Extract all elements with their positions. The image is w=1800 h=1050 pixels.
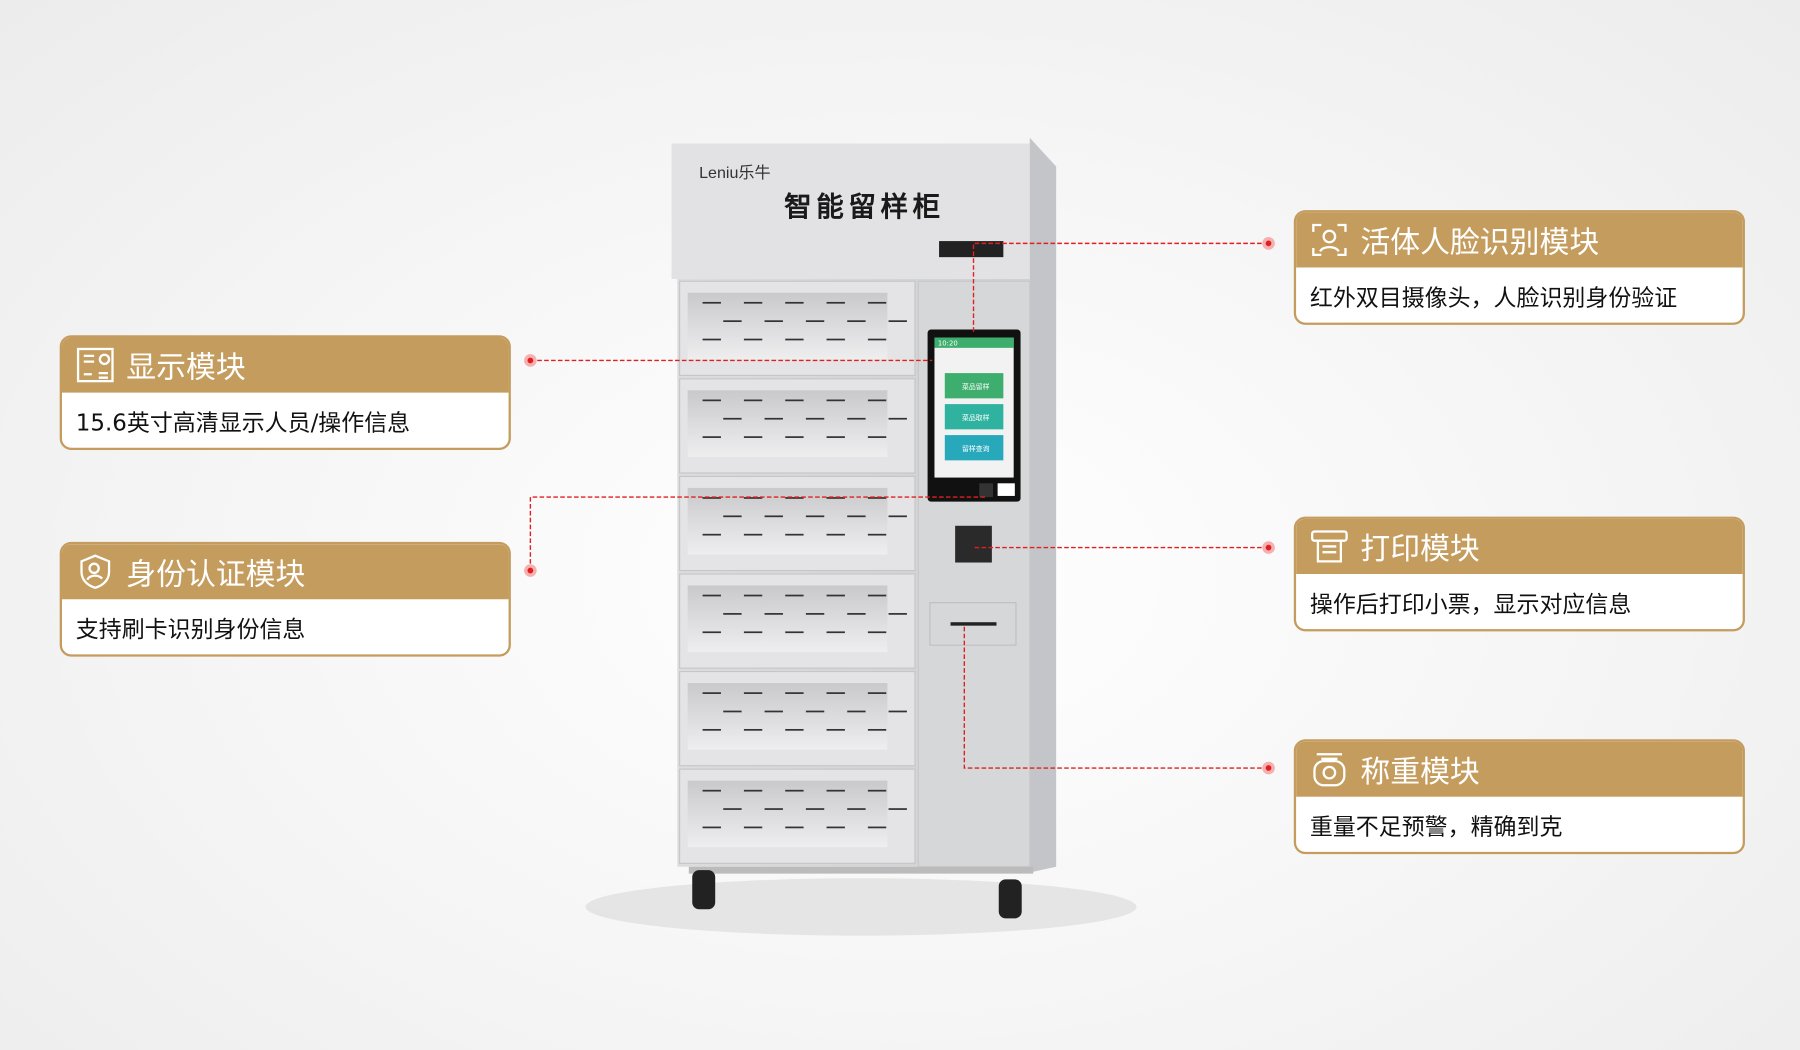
callout-line-face [972,242,1269,333]
drawer-window [687,390,888,457]
module-title: 称重模块 [1360,754,1480,790]
module-card-weigh: 称重模块 重量不足预警，精确到克 [1293,739,1745,855]
temperature-display [939,241,1004,258]
module-card-identity: 身份认证模块 支持刷卡识别身份信息 [59,541,511,657]
drawer-window [687,780,888,848]
screen-button-retrieve: 菜品取样 [962,413,990,422]
display-icon [76,347,114,383]
drawer-window [687,292,888,360]
module-title: 打印模块 [1360,532,1480,567]
drawer-window [687,585,888,653]
module-desc: 操作后打印小票，显示对应信息 [1309,589,1632,618]
face-scan-icon [1312,223,1347,257]
cabinet-title: 智能留样柜 [784,191,945,223]
module-desc: 支持刷卡识别身份信息 [75,614,306,643]
module-title: 身份认证模块 [126,557,306,592]
callout-dot [1262,237,1275,250]
card-reader [979,483,994,498]
shield-user-icon [80,554,111,589]
callout-dot [524,564,537,577]
brand-logo: Leniu乐牛 [699,164,770,182]
module-card-print: 打印模块 操作后打印小票，显示对应信息 [1293,516,1745,632]
callout-dot [1262,541,1275,554]
module-desc: 15.6英寸高清显示人员/操作信息 [75,408,411,436]
wheel-icon [998,879,1022,919]
module-card-display: 显示模块 15.6英寸高清显示人员/操作信息 [59,335,511,451]
screen-button-query: 留样查询 [962,444,990,453]
screen-button-sample: 菜品留样 [962,382,990,391]
callout-line-id [529,496,985,571]
callout-dot [1262,761,1275,775]
module-card-face: 活体人脸识别模块 红外双目摄像头，人脸识别身份验证 [1293,210,1745,325]
drawer-window [687,487,888,555]
module-title: 活体人脸识别模块 [1360,225,1600,261]
drawer-window [687,683,888,750]
module-desc: 红外双目摄像头，人脸识别身份验证 [1309,282,1678,311]
module-desc: 重量不足预警，精确到克 [1309,812,1563,840]
screen-time: 10:20 [938,340,958,348]
callout-dot [524,354,537,367]
callout-line-scale [963,625,1269,769]
wheel-icon [692,870,716,910]
scale-icon [1313,753,1346,787]
printer-icon [1311,530,1348,563]
receipt-printer [955,525,992,563]
scale-door [929,602,1017,646]
module-title: 显示模块 [126,350,246,386]
